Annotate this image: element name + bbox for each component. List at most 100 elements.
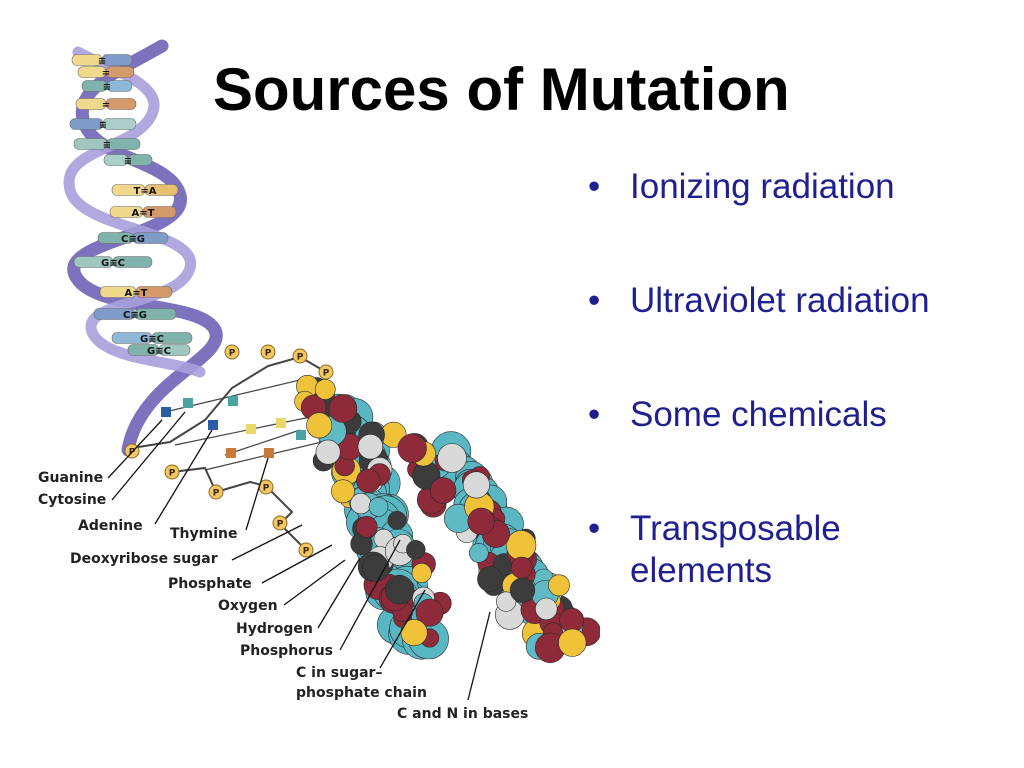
base-block <box>102 118 137 130</box>
base-pair-label: ≡ <box>103 140 111 151</box>
bullet-item: • Ultraviolet radiation <box>588 280 990 322</box>
label-phosphate: Phosphate <box>168 576 252 592</box>
base-block <box>106 138 141 150</box>
base-atom <box>264 448 274 458</box>
bullet-item: • Some chemicals <box>588 394 990 436</box>
atom-sphere <box>357 434 384 460</box>
phosphate-label: P <box>277 520 284 530</box>
atom-sphere <box>397 433 427 463</box>
atom-sphere <box>328 394 358 423</box>
atom-sphere <box>368 497 389 517</box>
atom-sphere <box>362 554 390 582</box>
base-pair-label: ≡ <box>103 82 111 93</box>
label-oxygen: Oxygen <box>218 598 278 614</box>
base-link <box>224 429 301 456</box>
label-deoxyribose-sugar: Deoxyribose sugar <box>70 551 218 567</box>
base-block <box>105 98 137 110</box>
atom-sphere <box>415 598 444 627</box>
base-pair-rung: ≡ <box>69 118 137 131</box>
bullet-text: Transposable elements <box>630 509 841 590</box>
phosphate-circle: P <box>272 515 288 531</box>
phosphate-circle: P <box>208 484 224 500</box>
base-atom <box>276 418 286 428</box>
label-c-in-sugar: C in sugar– <box>296 665 382 681</box>
base-pair-rung: = <box>77 66 135 79</box>
base-pair-label: A=T <box>125 288 148 299</box>
base-pair-rung: T=A <box>111 184 179 197</box>
base-pair-rung: ≡ <box>73 138 141 151</box>
atom-sphere <box>548 574 570 597</box>
phosphate-circle: P <box>318 364 334 380</box>
phosphate-circle: P <box>224 344 240 360</box>
base-atom <box>296 430 306 440</box>
atom-sphere <box>437 443 467 473</box>
base-pair-label: C≡G <box>123 310 147 321</box>
bullet-item: • Transposable elements <box>588 508 990 592</box>
atom-sphere <box>400 619 428 647</box>
base-block <box>144 184 179 196</box>
base-pair-label: T=A <box>134 186 157 197</box>
phosphate-label: P <box>229 349 236 359</box>
phosphate-circle: P <box>292 348 308 364</box>
bullet-item: • Ionizing radiation <box>588 166 990 208</box>
base-block <box>134 308 177 320</box>
atom-sphere <box>558 628 587 657</box>
atom-sphere <box>505 530 537 561</box>
label-guanine: Guanine <box>38 470 103 486</box>
base-block <box>106 80 133 92</box>
base-block <box>158 344 191 356</box>
label-thymine: Thymine <box>170 526 238 542</box>
label-phosphorus: Phosphorus <box>240 643 333 659</box>
diagram-labels: Guanine Cytosine Adenine Thymine Deoxyri… <box>38 470 528 722</box>
base-pair-label: = <box>102 68 110 79</box>
base-pair-rung: A=T <box>99 286 173 299</box>
base-atom <box>161 407 171 417</box>
label-hydrogen: Hydrogen <box>236 621 313 637</box>
label-cytosine: Cytosine <box>38 492 106 508</box>
atom-sphere <box>387 511 407 530</box>
base-atom <box>226 448 236 458</box>
phosphate-label: P <box>323 369 330 379</box>
base-pair-rung: C≡G <box>93 308 177 321</box>
base-block <box>112 256 153 268</box>
base-atom <box>246 424 256 434</box>
phosphate-circle: P <box>298 542 314 558</box>
base-pair-label: G≡C <box>147 346 171 357</box>
base-pair-rung: C≡G <box>97 232 169 245</box>
base-block <box>127 154 153 166</box>
base-pair-label: ≡ <box>98 56 106 67</box>
base-block <box>135 286 173 298</box>
label-c-and-n-in-bases: C and N in bases <box>397 706 528 722</box>
bullet-dot: • <box>588 395 601 434</box>
base-block <box>151 332 193 344</box>
phosphate-label: P <box>263 484 270 494</box>
atom-sphere <box>306 412 333 439</box>
phosphate-label: P <box>303 547 310 557</box>
bullet-dot: • <box>588 281 601 320</box>
base-block <box>132 232 169 244</box>
phosphate-label: P <box>297 353 304 363</box>
base-pair-rung: ≡ <box>81 80 133 93</box>
atom-sphere <box>411 562 432 583</box>
base-pair-rung: G≡C <box>73 256 153 269</box>
atom-sphere <box>510 556 533 579</box>
atom-sphere <box>350 493 372 515</box>
base-pair-rung: ≡ <box>103 154 153 167</box>
base-pair-rung: ≡ <box>71 54 133 67</box>
bullet-text: Some chemicals <box>630 395 887 434</box>
dna-structure-diagram: ≡=≡=≡≡≡T=AA=TC≡GG≡CA=TC≡GG≡CG≡C <box>38 39 600 722</box>
phosphate-circle: P <box>260 344 276 360</box>
bullet-dot: • <box>588 509 601 548</box>
base-block <box>101 54 133 66</box>
base-pair-rung: A=T <box>109 206 177 219</box>
atom-sphere <box>355 516 378 538</box>
space-filling-model <box>294 374 600 663</box>
atom-sphere <box>331 479 355 504</box>
base-pair-label: = <box>102 100 110 111</box>
atom-sphere <box>356 468 381 494</box>
atom-sphere <box>468 543 489 563</box>
base-pair-label: G≡C <box>140 334 164 345</box>
